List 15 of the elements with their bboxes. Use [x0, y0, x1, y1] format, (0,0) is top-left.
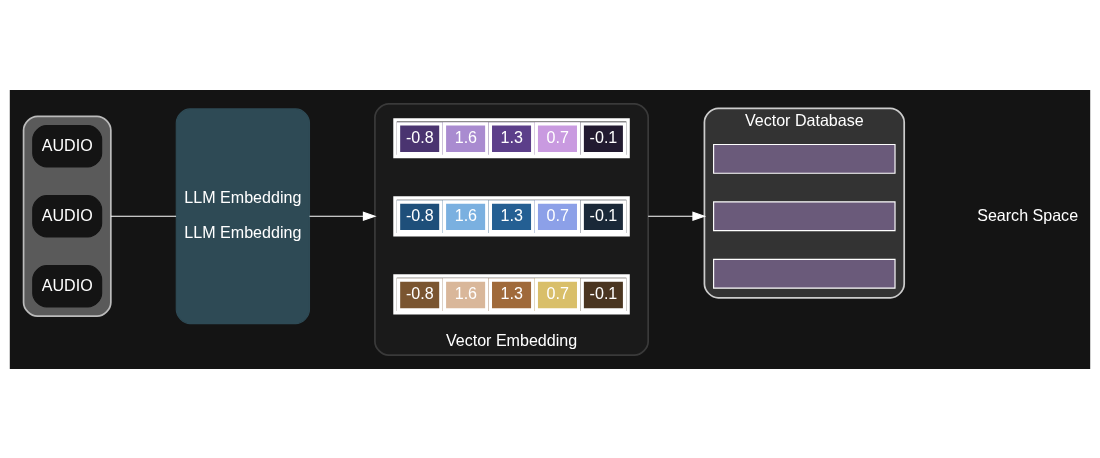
node-box — [713, 200, 896, 231]
node-box: AUDIO — [32, 124, 103, 167]
cluster — [22, 115, 112, 317]
node-label: Vector Embedding — [445, 330, 578, 349]
arrow — [647, 210, 707, 221]
label: Search Space — [977, 205, 1079, 224]
node-box — [713, 258, 896, 289]
node-box: AUDIO — [32, 264, 103, 308]
arrow — [308, 210, 377, 221]
connector — [110, 215, 177, 217]
cluster — [374, 102, 650, 356]
node-box: LLM Embedding LLM Embedding — [175, 107, 311, 324]
node-box — [713, 143, 896, 174]
cluster: Vector Database — [703, 107, 906, 299]
node-box: AUDIO — [32, 194, 103, 238]
